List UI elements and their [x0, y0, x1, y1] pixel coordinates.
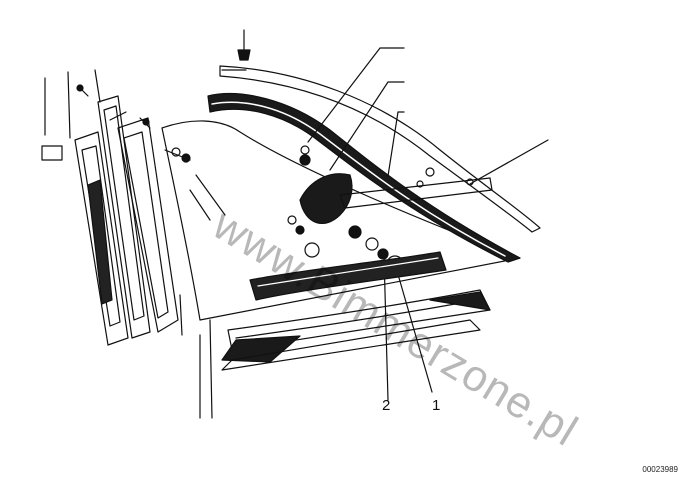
screw-group-left — [76, 84, 191, 163]
door-pillar-assembly — [41, 69, 191, 346]
callout-label-2: 2 — [382, 397, 391, 414]
quarter-window-glass — [161, 120, 521, 419]
sill-trim-rail — [221, 289, 491, 371]
lower-seal-strip — [249, 251, 447, 301]
top-clip — [237, 29, 251, 61]
upper-trim-strip — [219, 65, 541, 233]
callout-label-1: 1 — [432, 397, 441, 414]
diagram-id-label: 00023989 — [642, 465, 678, 474]
hinge-bracket — [299, 145, 493, 224]
window-seal-channel — [207, 93, 521, 263]
leader-lines — [307, 47, 549, 401]
